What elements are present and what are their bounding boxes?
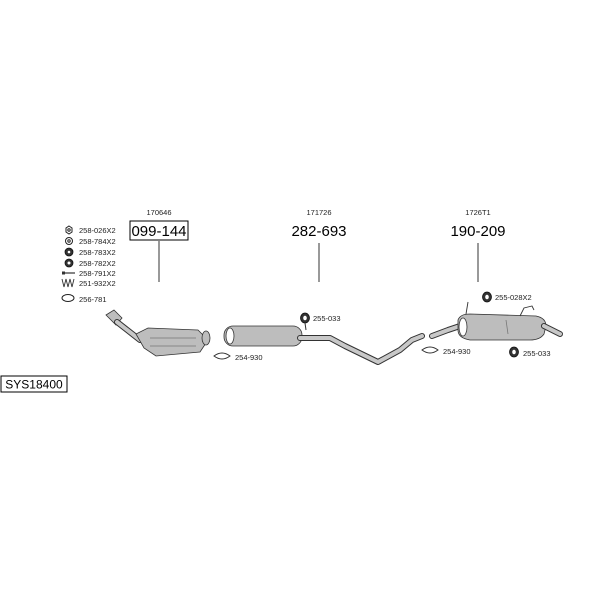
part-number-3[interactable]: 190-209 bbox=[450, 223, 505, 240]
clamp-front-label: 254-930 bbox=[235, 353, 263, 362]
assembly-ref-2: 171726 bbox=[306, 208, 331, 217]
kit-item-label: 258-784X2 bbox=[79, 237, 116, 246]
kit-item-3[interactable]: 258-783X2 bbox=[64, 247, 116, 257]
kit-item-label: 251-932X2 bbox=[79, 279, 116, 288]
system-code: SYS18400 bbox=[5, 378, 63, 392]
catalytic-converter[interactable] bbox=[105, 309, 211, 357]
kit-item-label: 258-782X2 bbox=[79, 259, 116, 268]
hanger-rear-top-label: 255-028X2 bbox=[495, 293, 532, 302]
kit-item-label: 258-026X2 bbox=[79, 226, 116, 235]
part-number-2[interactable]: 282-693 bbox=[291, 223, 346, 240]
clamp-icon bbox=[213, 352, 231, 360]
kit-item-5[interactable]: 258-791X2 bbox=[62, 269, 116, 278]
kit-item-1[interactable]: 258-026X2 bbox=[65, 225, 116, 235]
spring-icon bbox=[61, 278, 75, 288]
middle-silencer[interactable] bbox=[223, 325, 425, 365]
part-number-box-1[interactable] bbox=[129, 220, 189, 241]
assembly-ref-3: 1726T1 bbox=[465, 208, 490, 217]
clamp-icon bbox=[421, 346, 439, 354]
system-code-box bbox=[0, 375, 68, 393]
hanger-mid-label: 255-033 bbox=[313, 314, 341, 323]
hanger-rear-top[interactable]: 255-028X2 bbox=[482, 291, 532, 303]
clamp-rear-label: 254-930 bbox=[443, 347, 471, 356]
kit-item-4[interactable]: 258-782X2 bbox=[64, 258, 116, 268]
kit-item-label: 258-783X2 bbox=[79, 248, 116, 257]
clamp-rear[interactable]: 254-930 bbox=[421, 346, 471, 356]
part-number-1[interactable]: 099-144 bbox=[131, 223, 186, 240]
hanger-rear-bottom[interactable]: 255-033 bbox=[509, 346, 551, 358]
kit-item-6[interactable]: 251-932X2 bbox=[61, 278, 116, 288]
assembly-ref-1: 170646 bbox=[146, 208, 171, 217]
clamp-front[interactable]: 254-930 bbox=[213, 352, 263, 362]
gasket-ring-icon bbox=[61, 294, 75, 302]
rear-silencer[interactable] bbox=[429, 301, 563, 341]
kit-item-label: 258-791X2 bbox=[79, 269, 116, 278]
kit-item-label: 256-781 bbox=[79, 295, 107, 304]
hanger-rear-bottom-label: 255-033 bbox=[523, 349, 551, 358]
hanger-mid[interactable]: 255-033 bbox=[300, 312, 341, 331]
kit-item-2[interactable]: 258-784X2 bbox=[65, 237, 116, 246]
kit-item-7[interactable]: 256-781 bbox=[61, 294, 107, 305]
